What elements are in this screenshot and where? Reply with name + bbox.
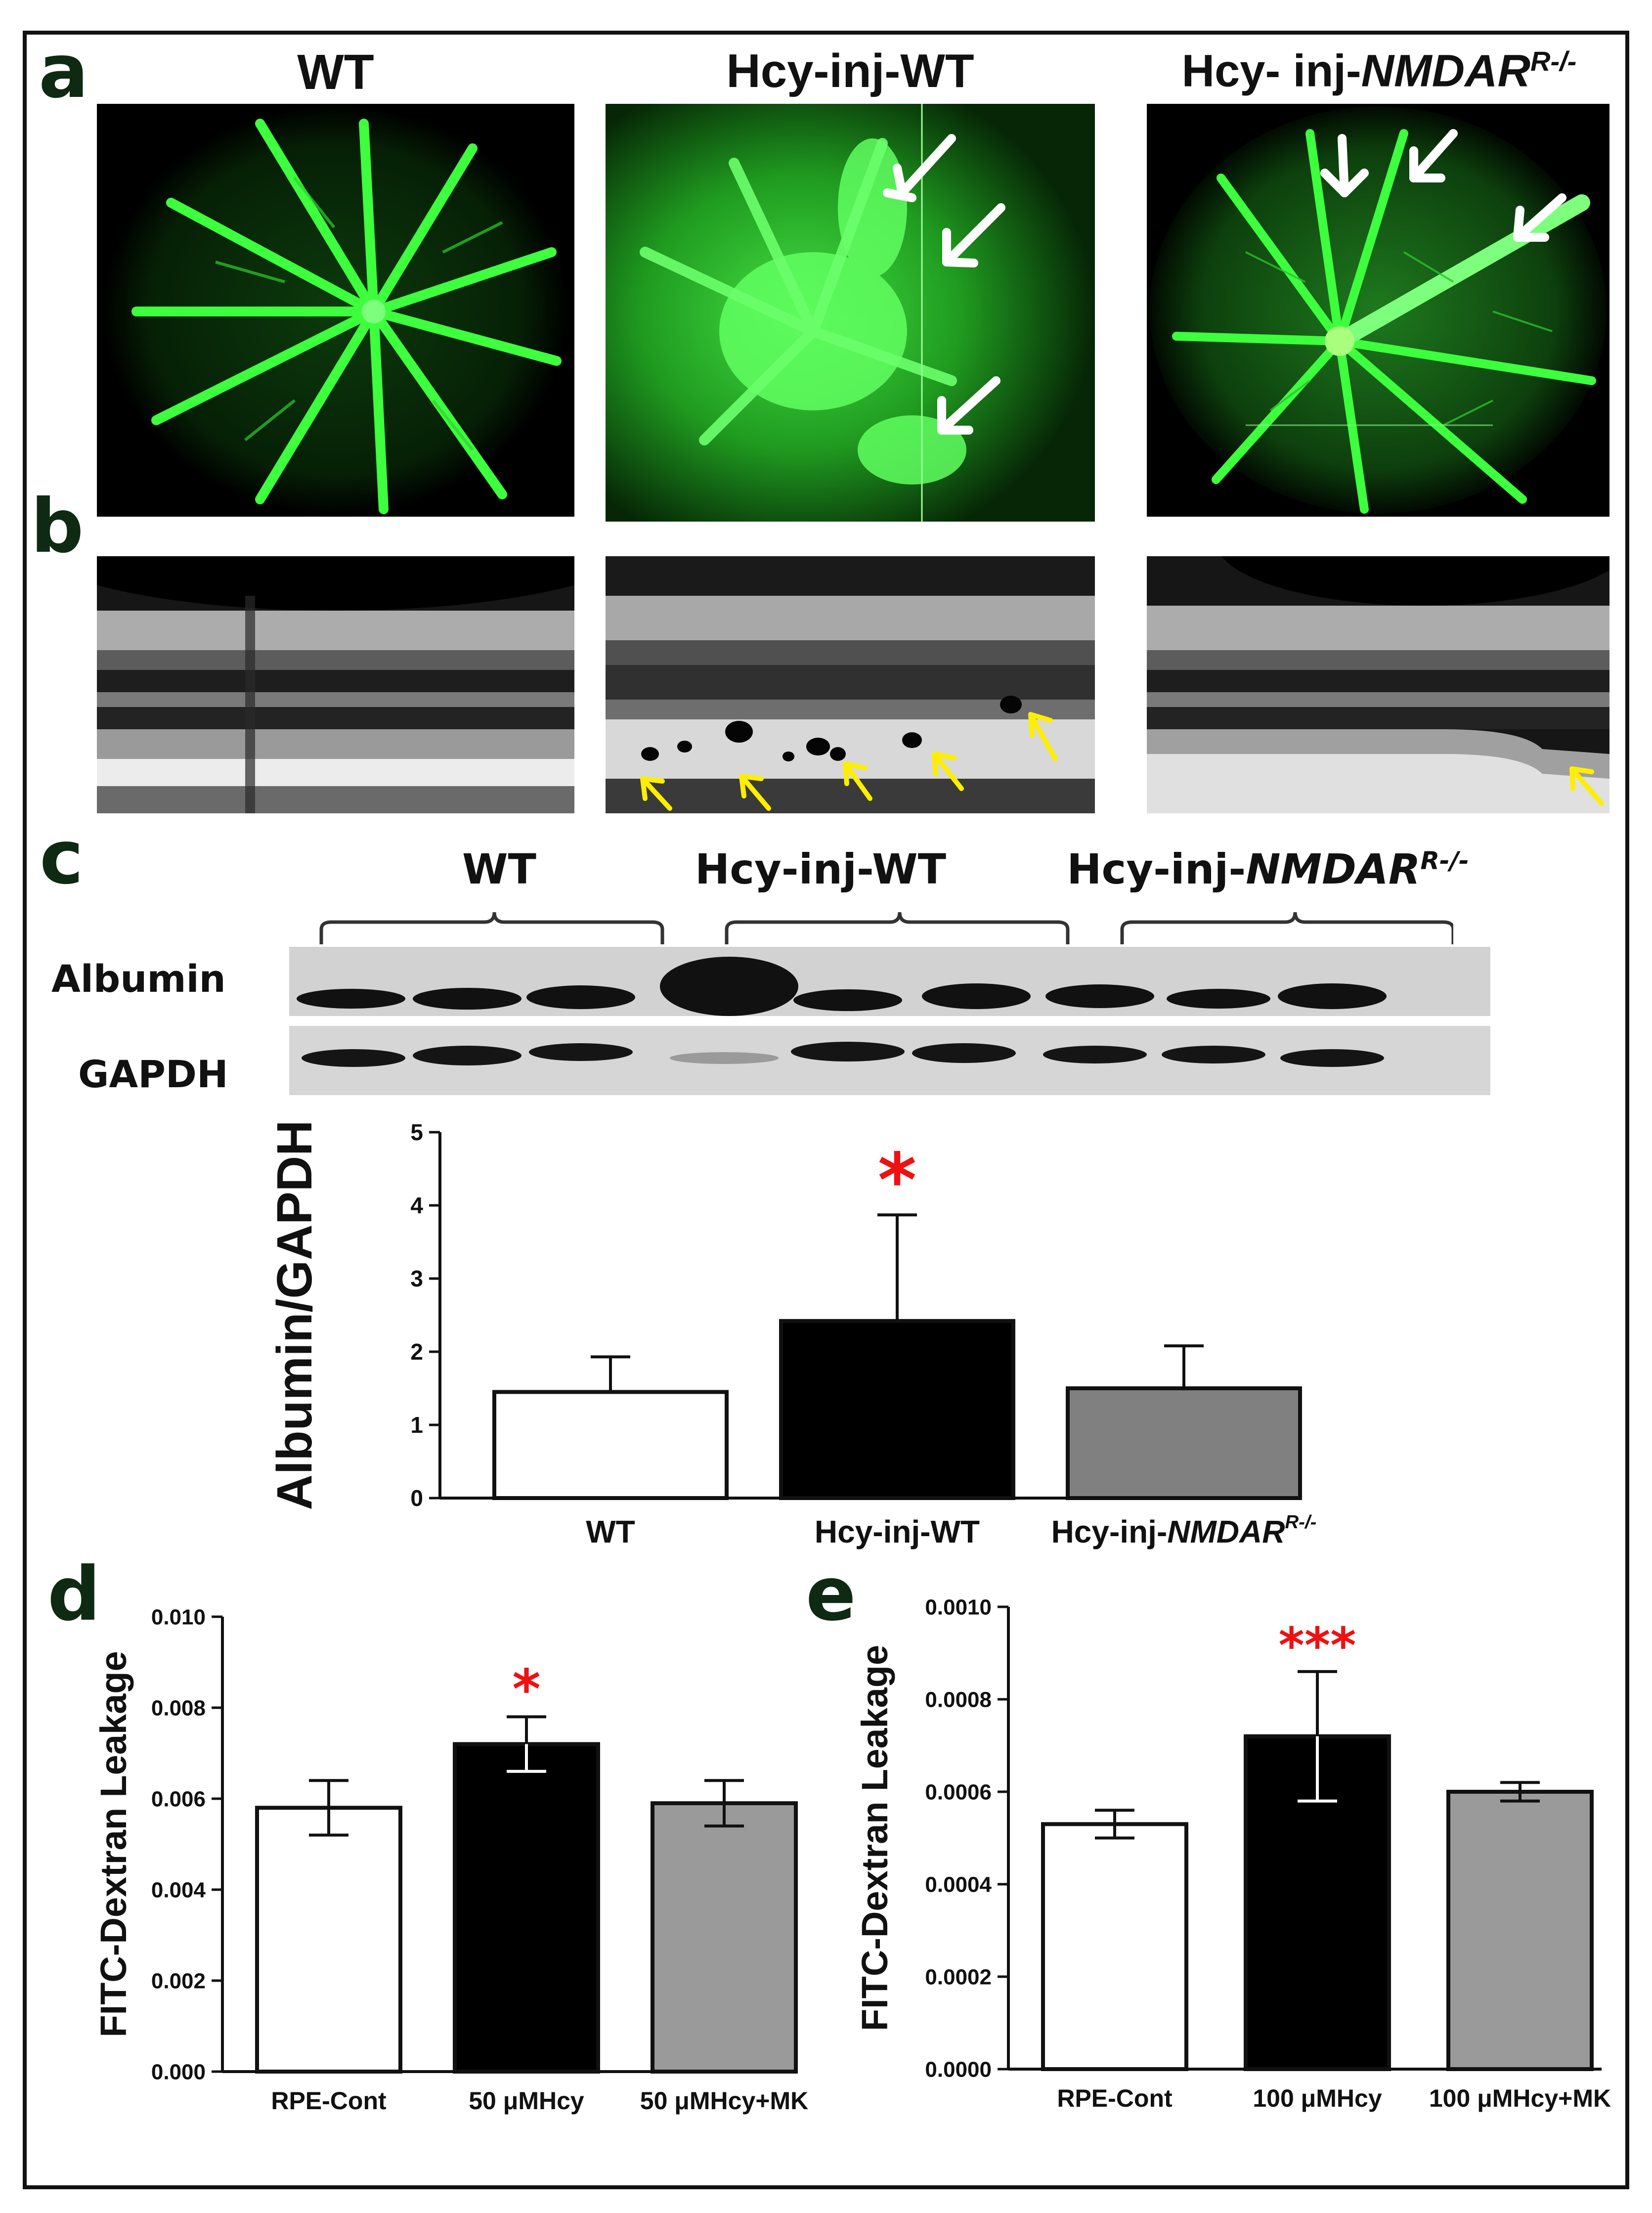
fundus-image-wt xyxy=(97,104,574,517)
bar xyxy=(779,1319,1015,1500)
fundus-hcy-wt-drawing xyxy=(606,104,1095,522)
western-blot-image xyxy=(289,947,1490,1095)
panel-letter-b: b xyxy=(31,484,84,570)
oct-hcy-wt-drawing xyxy=(606,556,1095,813)
category-label: 50 μMHcy+MK xyxy=(640,2087,808,2115)
bar xyxy=(453,1742,600,2074)
panel-letter-d: d xyxy=(47,1551,101,1638)
panel-letter-c: c xyxy=(40,815,84,901)
category-label: WT xyxy=(586,1514,635,1549)
oct-hcy-ko-drawing xyxy=(1147,556,1609,813)
y-tick-label: 1 xyxy=(410,1412,423,1438)
significance-marker: * xyxy=(512,1657,541,1721)
blot-group-wt: WT xyxy=(462,845,536,893)
y-tick-label: 0.0008 xyxy=(925,1687,992,1712)
bar xyxy=(1041,1822,1188,2071)
blot-label-albumin: Albumin xyxy=(51,957,226,1001)
category-label: 100 μMHcy+MK xyxy=(1429,2084,1611,2112)
blot-group-hcy-ko: Hcy-inj-NMDARR-/- xyxy=(1067,845,1469,893)
bar xyxy=(492,1390,729,1501)
bar xyxy=(255,1806,402,2074)
y-tick-label: 4 xyxy=(410,1193,423,1218)
bar xyxy=(1066,1386,1302,1500)
title-hcy-wt: Hcy-inj-WT xyxy=(726,44,974,97)
y-axis-label: Albumin/GAPDH xyxy=(267,1120,322,1510)
oct-image-hcy-ko xyxy=(1147,556,1609,813)
title-wt: WT xyxy=(297,44,374,100)
blot-label-gapdh: GAPDH xyxy=(78,1052,228,1096)
chart-e-fitc-dextran: 0.0000 0.0002 0.0004 0.0006 0.0008 0.0010FITC… xyxy=(854,1595,1611,2112)
category-label: Hcy-inj-NMDARR-/- xyxy=(1051,1511,1317,1549)
y-tick-label: 0.002 xyxy=(151,1969,206,1993)
fundus-hcy-ko-drawing xyxy=(1150,106,1607,514)
significance-marker: * xyxy=(878,1138,916,1224)
category-label: Hcy-inj-WT xyxy=(815,1514,980,1549)
y-tick-label: 0.004 xyxy=(151,1878,206,1902)
oct-image-wt xyxy=(97,556,574,813)
bar xyxy=(1446,1790,1594,2071)
category-label: RPE-Cont xyxy=(1057,2084,1173,2112)
panel-letter-a: a xyxy=(39,29,89,115)
blot-group-brackets xyxy=(319,912,1453,944)
oct-image-hcy-wt xyxy=(606,556,1095,813)
y-tick-label: 0.0000 xyxy=(925,2057,992,2081)
title-hcy-ko: Hcy- inj-NMDARR-/- xyxy=(1181,45,1577,96)
panel-letter-e: e xyxy=(806,1551,856,1638)
fundus-image-hcy-wt xyxy=(606,104,1095,522)
significance-marker: *** xyxy=(1279,1617,1356,1675)
y-tick-label: 0.0006 xyxy=(925,1780,992,1804)
y-tick-label: 0.010 xyxy=(151,1605,206,1629)
blot-group-hcy-wt: Hcy-inj-WT xyxy=(695,845,947,893)
y-tick-label: 3 xyxy=(410,1266,423,1291)
chart-d-fitc-dextran: 0.000 0.002 0.004 0.006 0.008 0.010FITC-Dextr… xyxy=(93,1605,808,2115)
y-tick-label: 0.006 xyxy=(151,1787,206,1811)
y-tick-label: 0.0010 xyxy=(925,1595,992,1619)
chart-c-albumin-gapdh: 0 1 2 3 4 5 Albumin/GAPDH WT Hcy-inj-WT * Hcy-inj-… xyxy=(267,1119,1317,1549)
figure-frame xyxy=(23,31,1629,2189)
y-tick-label: 0.000 xyxy=(151,2060,206,2084)
y-axis-label: FITC-Dextran Leakage xyxy=(854,1645,895,2031)
category-label: 50 μMHcy xyxy=(469,2087,584,2115)
y-tick-label: 0.008 xyxy=(151,1696,206,1720)
category-label: 100 μMHcy xyxy=(1253,2084,1382,2112)
oct-wt-drawing xyxy=(97,556,574,813)
fundus-wt-drawing xyxy=(103,105,568,515)
y-tick-label: 0.0004 xyxy=(925,1872,992,1897)
y-tick-label: 0 xyxy=(410,1485,423,1511)
y-tick-label: 0.0002 xyxy=(925,1965,992,1989)
category-label: RPE-Cont xyxy=(271,2087,387,2115)
y-tick-label: 2 xyxy=(410,1339,423,1365)
y-axis-label: FITC-Dextran Leakage xyxy=(93,1651,134,2037)
fundus-image-hcy-ko xyxy=(1147,104,1609,517)
bar xyxy=(651,1801,798,2074)
y-tick-label: 5 xyxy=(410,1119,423,1145)
